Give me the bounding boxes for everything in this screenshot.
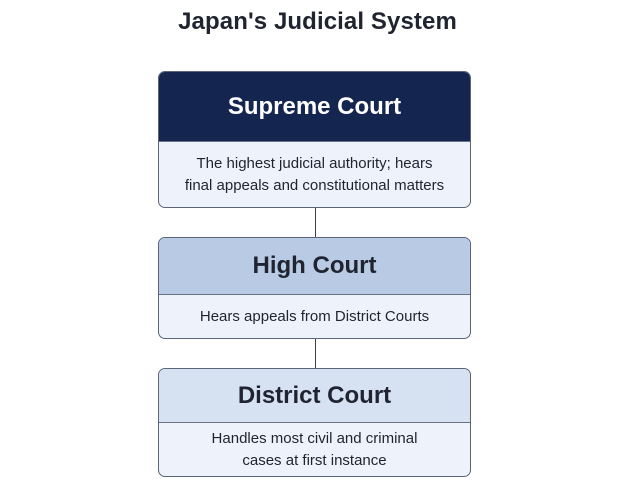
description-line: Handles most civil and criminal bbox=[211, 429, 418, 447]
court-box-district: District Court Handles most civil and cr… bbox=[158, 368, 471, 477]
court-box-high: High Court Hears appeals from District C… bbox=[158, 237, 471, 339]
court-name-high: High Court bbox=[159, 238, 470, 295]
court-description-district: Handles most civil and criminal cases at… bbox=[159, 423, 470, 476]
description-line: The highest judicial authority; hears bbox=[196, 154, 433, 172]
connector-supreme-high bbox=[315, 208, 316, 237]
court-description-supreme: The highest judicial authority; hears fi… bbox=[159, 142, 470, 207]
diagram-title: Japan's Judicial System bbox=[178, 8, 457, 35]
court-name-district: District Court bbox=[159, 369, 470, 423]
description-line: cases at first instance bbox=[242, 451, 387, 469]
connector-high-district bbox=[315, 339, 316, 368]
court-name-supreme: Supreme Court bbox=[159, 72, 470, 142]
description-line: final appeals and constitutional matters bbox=[184, 176, 445, 194]
court-box-supreme: Supreme Court The highest judicial autho… bbox=[158, 71, 471, 208]
description-line: Hears appeals from District Courts bbox=[199, 307, 430, 325]
court-description-high: Hears appeals from District Courts bbox=[159, 295, 470, 338]
